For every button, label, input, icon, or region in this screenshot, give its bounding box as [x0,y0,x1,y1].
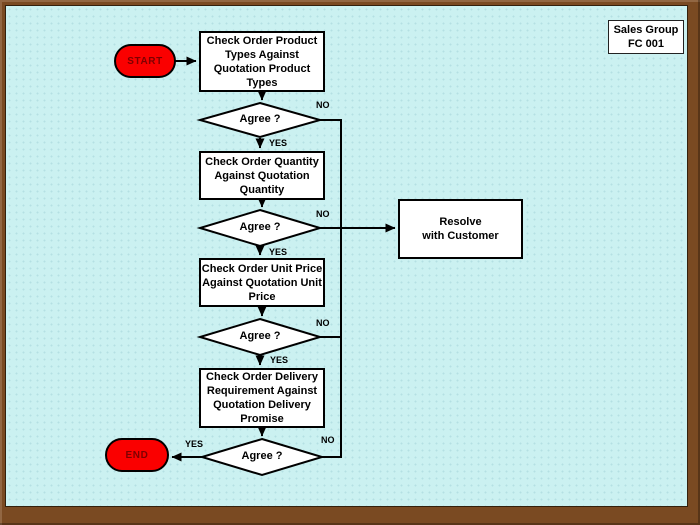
decision-shape-3 [196,317,324,357]
end-terminator: END [105,438,169,472]
step-check-quantity: Check Order Quantity Against Quotation Q… [199,151,325,200]
flowchart-canvas [5,5,688,507]
decision-3-yes-label: YES [270,355,289,365]
decision-shapes [196,101,326,477]
decision-4-label: Agree ? [241,450,283,462]
decision-1-label: Agree ? [239,113,281,125]
decision-1-no-label: NO [316,100,330,110]
decision-2-no-label: NO [316,209,330,219]
decision-2-yes-label: YES [269,247,288,257]
decision-4-no-label: NO [321,435,335,445]
flow-id-badge: Sales Group FC 001 [608,20,684,54]
decision-3-no-label: NO [316,318,330,328]
decision-shape-1 [196,101,324,139]
decision-1-yes-label: YES [269,138,288,148]
resolve-with-customer-box: Resolve with Customer [398,199,523,259]
start-terminator: START [114,44,176,78]
step-check-unit-price: Check Order Unit Price Against Quotation… [199,258,325,307]
decision-4-yes-label: YES [185,439,204,449]
decision-2-label: Agree ? [239,221,281,233]
decision-3-label: Agree ? [239,330,281,342]
decision-shape-4 [198,437,326,477]
step-check-delivery: Check Order Delivery Requirement Against… [199,368,325,428]
step-check-product-types: Check Order Product Types Against Quotat… [199,31,325,92]
decision-shape-2 [196,208,324,248]
